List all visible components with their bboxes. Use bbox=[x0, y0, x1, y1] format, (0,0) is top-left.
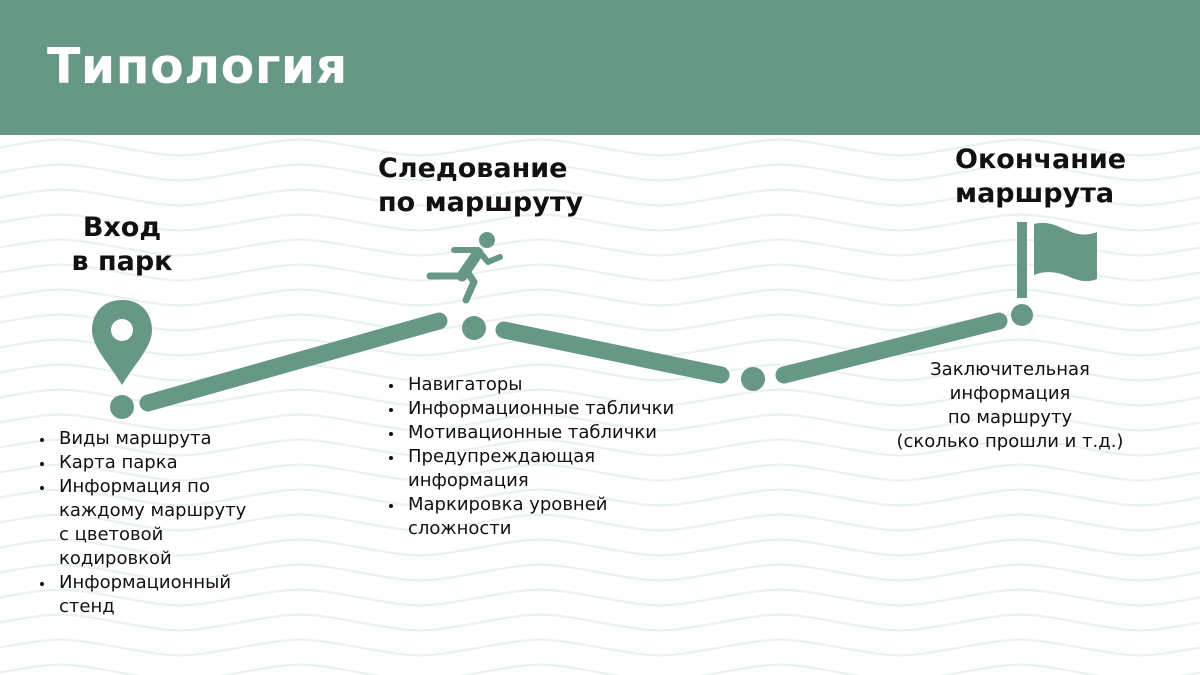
list-item: Информационные таблички bbox=[387, 397, 727, 421]
running-person-icon bbox=[426, 232, 503, 304]
route-path bbox=[139, 312, 1008, 412]
list-item: Карта парка bbox=[38, 451, 298, 475]
stage-title-entrance: Вход в парк bbox=[66, 211, 178, 279]
entrance-items-list: Виды маршрута Карта парка Информация по … bbox=[38, 427, 298, 619]
list-item: Предупреждающая информация bbox=[387, 445, 727, 493]
stage-title-line: Вход bbox=[82, 212, 162, 243]
following-items-list: Навигаторы Информационные таблички Мотив… bbox=[387, 373, 727, 541]
route-node-following bbox=[462, 316, 486, 340]
description-line: Заключительная bbox=[930, 359, 1090, 380]
route-node-finish bbox=[1011, 304, 1033, 326]
route-segment-3 bbox=[775, 312, 1008, 384]
route-node-middle bbox=[741, 367, 765, 391]
stage-title-finish: Окончание маршрута bbox=[955, 143, 1126, 211]
list-item: Информационный стенд bbox=[38, 571, 298, 619]
stage-title-line: в парк bbox=[71, 246, 173, 277]
list-item: Виды маршрута bbox=[38, 427, 298, 451]
route-segment-2 bbox=[495, 321, 730, 384]
route-segment-1 bbox=[139, 312, 448, 412]
list-item: Мотивационные таблички bbox=[387, 421, 727, 445]
route-node-entrance bbox=[110, 395, 134, 419]
stage-title-line: Следование bbox=[378, 153, 568, 184]
stage-title-line: по маршруту bbox=[378, 187, 584, 218]
list-item: Маркировка уровней сложности bbox=[387, 493, 727, 541]
header-bar: Типология bbox=[0, 0, 1200, 135]
stage-title-line: маршрута bbox=[955, 178, 1115, 209]
page-title: Типология bbox=[47, 38, 348, 95]
stage-title-line: Окончание bbox=[955, 144, 1127, 175]
flag-icon bbox=[1017, 222, 1097, 298]
stage-title-following: Следование по маршруту bbox=[378, 152, 583, 220]
description-line: информация bbox=[949, 383, 1071, 404]
description-line: по маршруту bbox=[947, 407, 1073, 428]
map-pin-icon bbox=[92, 300, 152, 385]
list-item: Навигаторы bbox=[387, 373, 727, 397]
description-line: (сколько прошли и т.д.) bbox=[896, 431, 1124, 452]
list-item: Информация по каждому маршруту с цветово… bbox=[38, 475, 298, 571]
finish-description: Заключительная информация по маршруту (с… bbox=[880, 358, 1140, 454]
wave-background-pattern bbox=[0, 135, 1200, 675]
